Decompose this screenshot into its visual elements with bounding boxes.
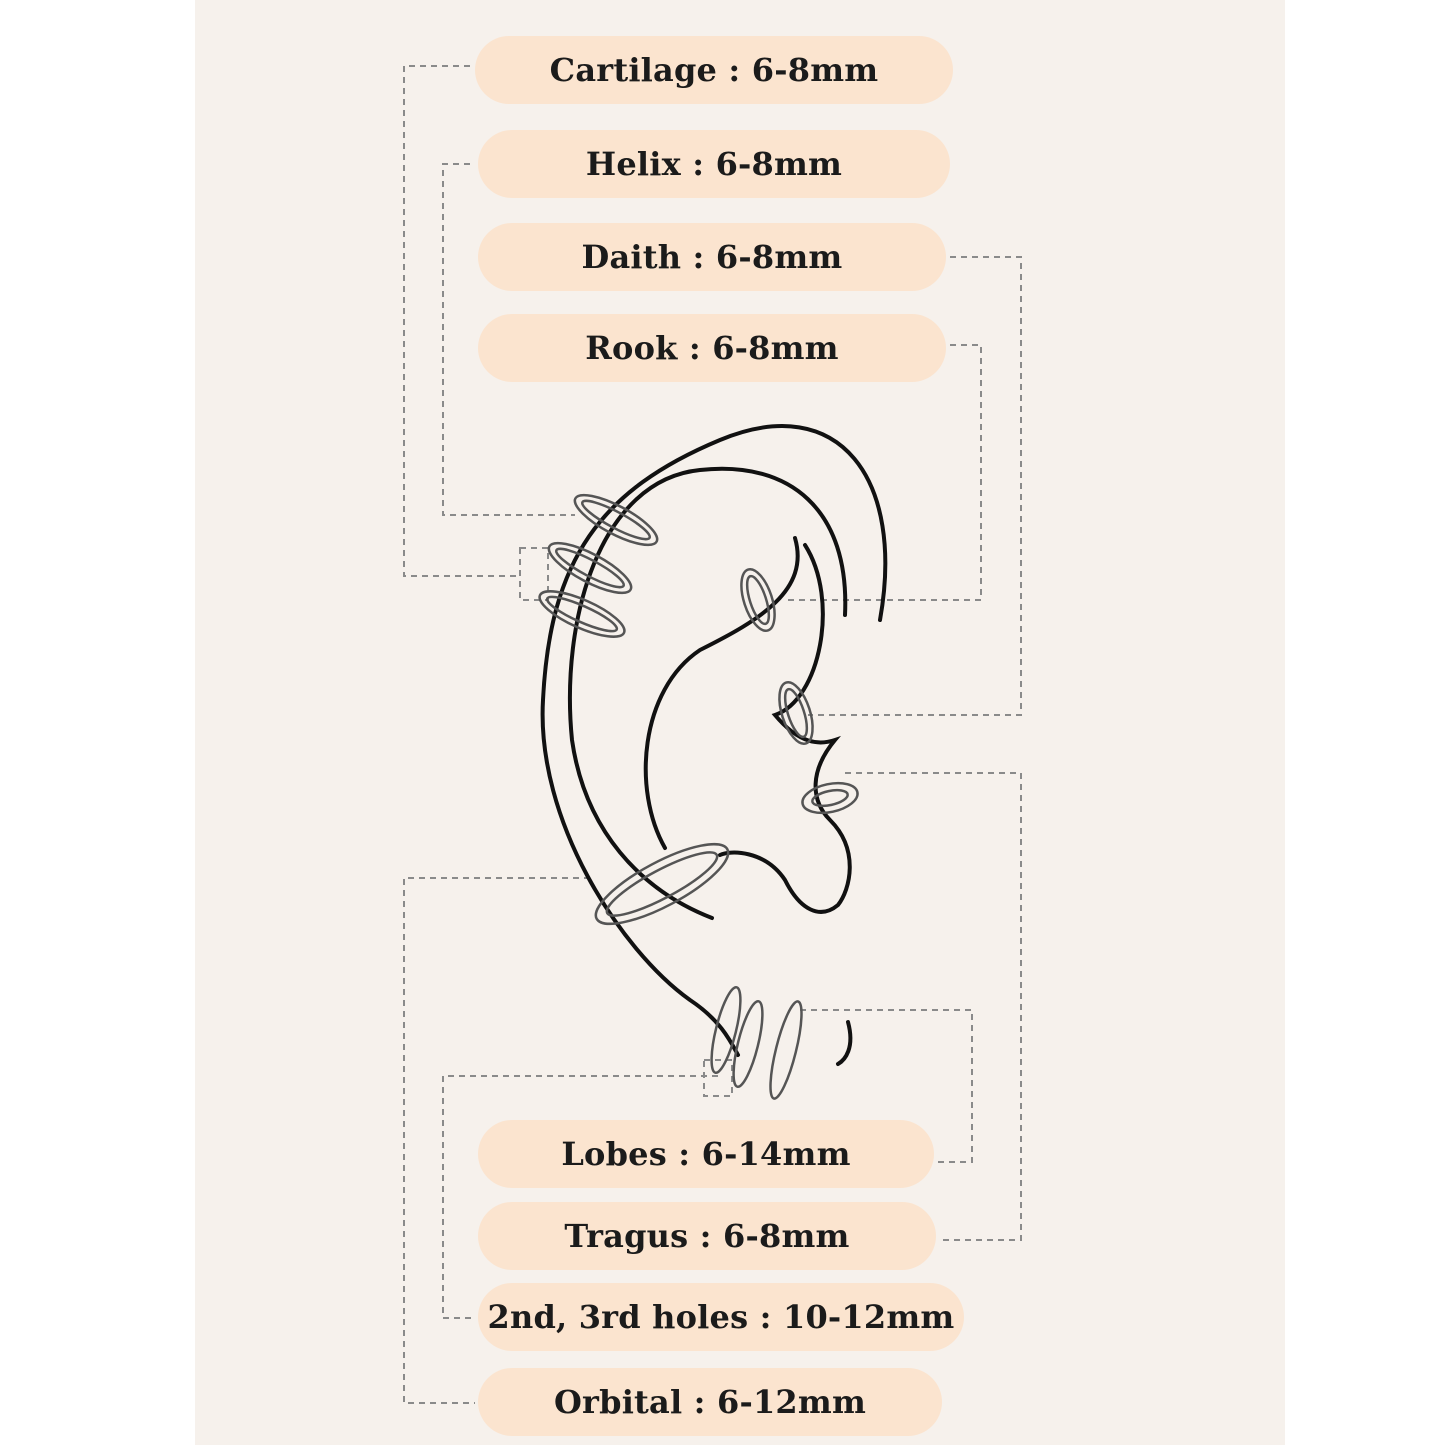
label-tragus: Tragus : 6-8mm — [478, 1202, 936, 1270]
leader-cartilage — [403, 65, 520, 577]
rook-ring-inner — [745, 574, 771, 626]
helix-ring-2 — [547, 541, 633, 595]
leader-helix — [442, 163, 575, 516]
helix-ring-2-inner — [554, 547, 626, 589]
lobe-ring-2 — [732, 999, 764, 1089]
outer-helix — [540, 424, 888, 1057]
daith-ring — [778, 681, 814, 745]
label-rook: Rook : 6-8mm — [478, 314, 946, 382]
leader-lines — [403, 65, 1022, 1404]
box-cartilage — [519, 547, 549, 601]
label-orbital: Orbital : 6-12mm — [478, 1368, 942, 1436]
antihelix — [643, 536, 800, 850]
concha-tragus — [718, 543, 852, 914]
box-holes — [703, 1059, 733, 1097]
label-holes: 2nd, 3rd holes : 10-12mm — [478, 1283, 964, 1351]
label-lobes: Lobes : 6-14mm — [478, 1120, 934, 1188]
daith-ring-inner — [783, 687, 809, 739]
leader-tragus — [845, 772, 1022, 1241]
conch-ring-inner — [605, 851, 719, 917]
label-daith: Daith : 6-8mm — [478, 223, 946, 291]
label-helix: Helix : 6-8mm — [478, 130, 950, 198]
rook-ring — [740, 568, 776, 632]
leader-daith — [808, 256, 1022, 716]
helix-ring-1 — [573, 493, 659, 547]
tragus-ring-inner — [811, 788, 849, 808]
lobe-ring-1 — [710, 985, 742, 1075]
lobe-ring-3 — [769, 1000, 803, 1100]
helix-ring-3 — [538, 590, 626, 638]
piercing-rings — [538, 493, 859, 1100]
tragus-ring — [801, 781, 859, 815]
helix-ring-1-inner — [580, 499, 652, 541]
leader-rook — [786, 344, 982, 601]
leader-orbital — [403, 877, 590, 1404]
leader-holes — [442, 1075, 718, 1319]
inner-helix — [567, 466, 848, 920]
conch-ring — [594, 842, 730, 926]
label-cartilage: Cartilage : 6-8mm — [475, 36, 953, 104]
helix-ring-3-inner — [545, 595, 619, 633]
lobe-edge — [836, 1020, 853, 1066]
leader-lobes — [800, 1009, 973, 1163]
